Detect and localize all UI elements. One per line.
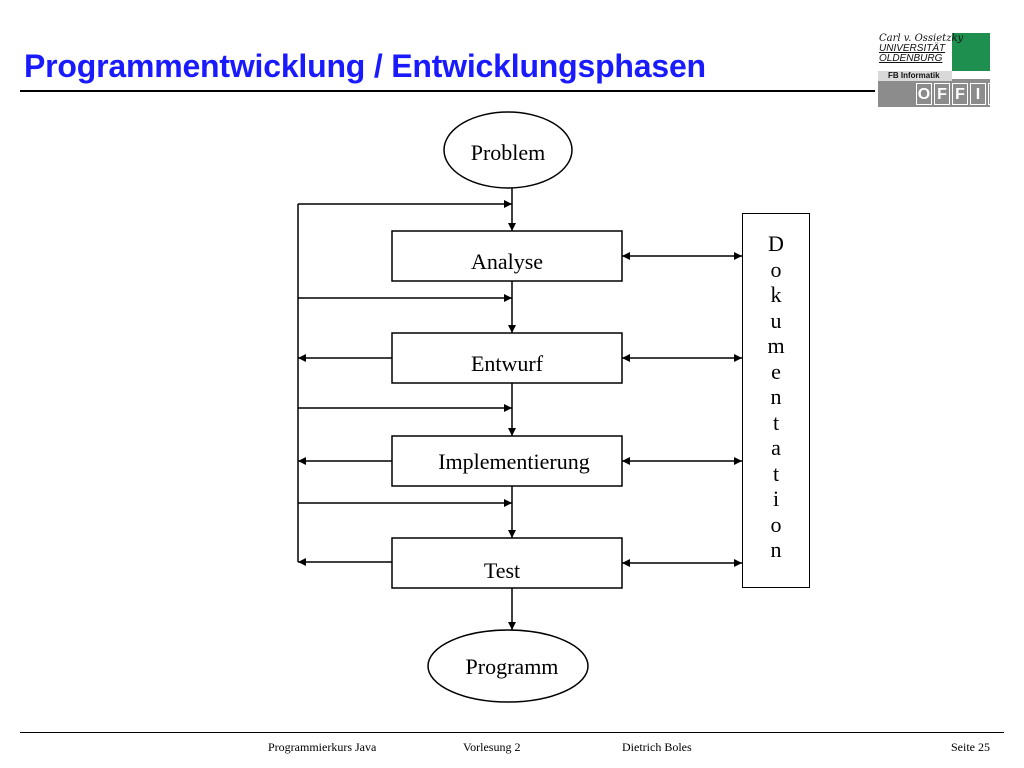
- footer-page-number: Seite 25: [951, 740, 990, 754]
- doc-letter: a: [771, 435, 781, 460]
- footer-lecture: Vorlesung 2: [463, 740, 521, 754]
- logo-department-band: FB Informatik: [878, 71, 952, 81]
- footer-course: Programmierkurs Java: [268, 740, 377, 754]
- logo-signature: Carl v. Ossietzky: [879, 33, 964, 44]
- doc-letter: k: [770, 282, 782, 307]
- phase-label-test: Test: [484, 558, 520, 583]
- start-label: Problem: [471, 140, 546, 165]
- offis-letter: F: [934, 83, 950, 105]
- doc-letter: o: [770, 256, 782, 282]
- end-ellipse: [427, 629, 589, 703]
- phase-box-test: [391, 537, 623, 589]
- slide-title: Programmentwicklung / Entwicklungsphasen: [24, 48, 706, 84]
- logo-university-name: UNIVERSITÄT OLDENBURG: [879, 44, 945, 64]
- offis-letter: O: [916, 83, 932, 105]
- footer-author: Dietrich Boles: [622, 740, 692, 754]
- offis-letter: S: [988, 83, 1004, 105]
- phase-label-entwurf: Entwurf: [471, 351, 544, 376]
- title-divider: [20, 90, 875, 92]
- phase-label-analyse: Analyse: [471, 249, 543, 274]
- phase-box-entwurf: [391, 332, 623, 384]
- university-logo: Carl v. Ossietzky UNIVERSITÄT OLDENBURG …: [878, 33, 1004, 107]
- doc-letter: n: [770, 384, 782, 409]
- footer-divider: [20, 732, 1004, 733]
- doc-letter: i: [772, 486, 780, 511]
- end-label: Programm: [466, 654, 559, 679]
- logo-offis: O F F I S: [916, 83, 1004, 105]
- doc-letter: e: [771, 358, 781, 384]
- logo-department: FB Informatik: [888, 71, 940, 80]
- doc-letter: t: [772, 409, 780, 435]
- doc-letter: t: [772, 460, 780, 486]
- logo-university-line1: UNIVERSITÄT: [879, 43, 946, 54]
- doc-letter: u: [770, 307, 782, 333]
- doc-letter: o: [770, 511, 782, 537]
- phase-box-analyse: [391, 230, 623, 282]
- logo-university-line2: OLDENBURG: [879, 53, 943, 64]
- start-ellipse: [443, 111, 573, 189]
- phase-label-implementierung: Implementierung: [438, 449, 590, 474]
- documentation-box: D o k u m e n t a t i o n: [742, 213, 810, 588]
- doc-letter: D: [768, 231, 784, 256]
- doc-letter: m: [767, 333, 785, 358]
- offis-letter: I: [970, 83, 986, 105]
- documentation-label: D o k u m e n t a t i o n: [743, 231, 809, 563]
- doc-letter: n: [770, 537, 782, 562]
- offis-letter: F: [952, 83, 968, 105]
